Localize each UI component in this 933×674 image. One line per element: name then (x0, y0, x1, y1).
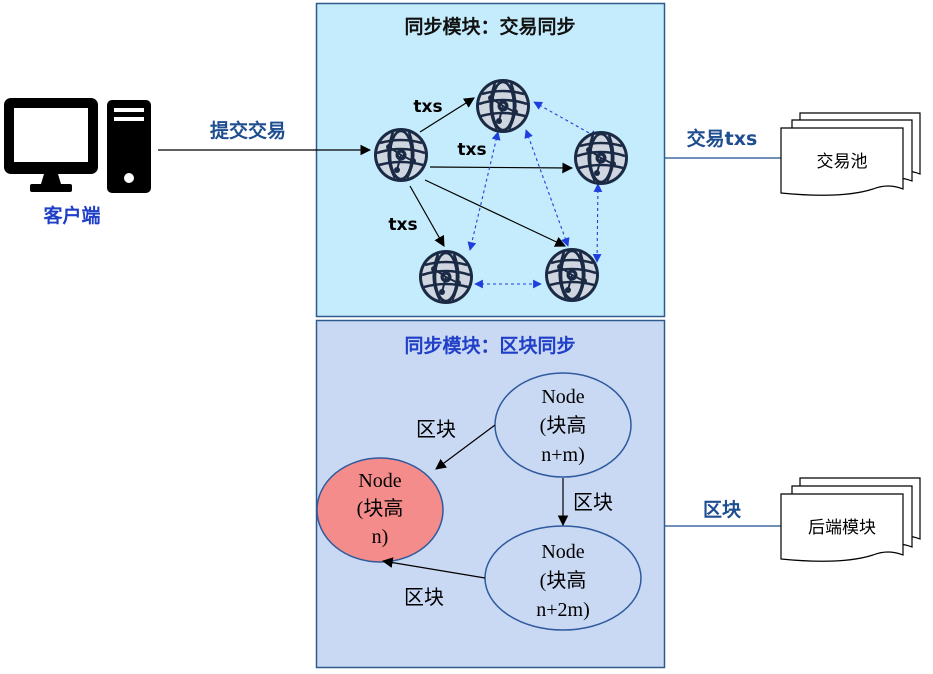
node-text-line: (块高 (357, 497, 404, 520)
client-label: 客户端 (43, 204, 100, 227)
block-edge-peer2-target (381, 557, 486, 579)
tx-pool-label: 交易池 (817, 152, 868, 172)
node-text-line: n+2m) (536, 599, 590, 621)
node-text-line: Node (358, 470, 401, 492)
tx-edge-label: txs (457, 140, 486, 160)
backend-module-label: 后端模块 (808, 518, 876, 538)
node-text-line: Node (541, 541, 584, 563)
tx-pool-document-stack-icon (780, 112, 921, 196)
block-sync-title: 同步模块：区块同步 (404, 334, 575, 357)
block-output-label: 区块 (703, 499, 742, 521)
network-globe-icon (572, 129, 630, 187)
gossip-edge-b-c (533, 101, 599, 139)
network-globe-icon (543, 246, 601, 304)
node-text-line: (块高 (540, 414, 587, 437)
node-text-line: Node (541, 386, 584, 408)
network-globe-icon (372, 126, 430, 184)
node-text-line: (块高 (540, 569, 587, 592)
node-text-line: n+m) (541, 444, 585, 466)
block-node-target (316, 457, 444, 563)
block-edge-label: 区块 (416, 417, 456, 441)
submit-tx-label: 提交交易 (210, 119, 286, 142)
block-edge-peer1-target (435, 424, 496, 470)
node-text-line: n) (372, 526, 389, 548)
desktop-computer-icon (4, 98, 151, 193)
block-edge-label: 区块 (404, 585, 444, 609)
tx-edge-label: txs (413, 97, 442, 117)
gossip-edge-c-e (592, 183, 603, 263)
network-globe-icon (417, 248, 475, 306)
gossip-edge-b-e (524, 129, 570, 247)
tx-sync-title: 同步模块：交易同步 (404, 15, 575, 38)
tx-output-label: 交易txs (687, 127, 758, 150)
tx-edge-a-d (409, 185, 445, 247)
gossip-edge-b-d (467, 131, 501, 251)
backend-document-stack-icon (780, 477, 921, 562)
block-edge-label: 区块 (573, 490, 613, 514)
tx-edge-label: txs (388, 215, 417, 235)
network-globe-icon (474, 77, 532, 135)
tx-edge-a-b (419, 97, 475, 133)
